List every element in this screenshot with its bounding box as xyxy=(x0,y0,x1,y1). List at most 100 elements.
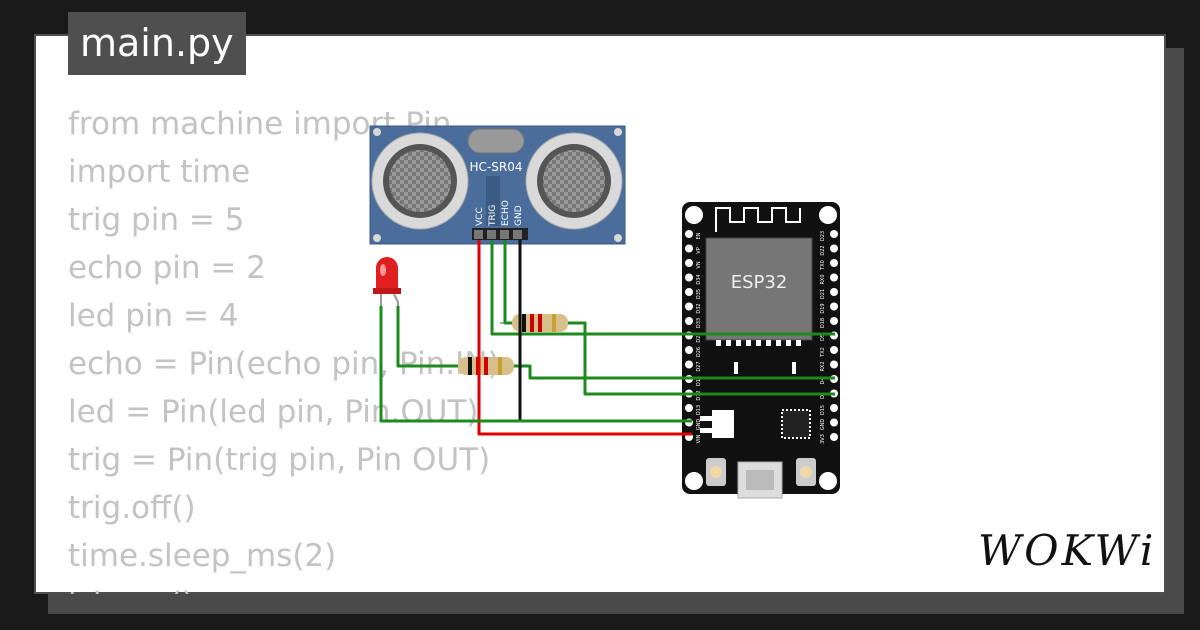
code-line: led = Pin(led pin, Pin.OUT) xyxy=(68,394,479,430)
mount-hole-icon xyxy=(819,472,837,490)
pin-d22[interactable] xyxy=(830,244,838,253)
sensor-label: HC-SR04 xyxy=(470,160,523,174)
pin-d18[interactable] xyxy=(830,317,838,325)
pin-label-d34: D34 xyxy=(696,274,702,284)
resistor-band xyxy=(484,357,488,375)
pin-gnd[interactable] xyxy=(513,230,522,239)
pin-d35[interactable] xyxy=(685,288,693,296)
pin-label-gnd: GND xyxy=(820,419,826,431)
wire-trig[interactable] xyxy=(490,240,835,336)
pin-d13[interactable] xyxy=(685,404,693,412)
code-line: time.sleep_ms(2) xyxy=(68,538,337,574)
pin-label-vn: VN xyxy=(696,261,702,268)
pin-echo[interactable] xyxy=(500,230,509,239)
pin-label-d25: D25 xyxy=(696,332,702,342)
pin-label-tx0: TX0 xyxy=(820,260,826,271)
board-label: ESP32 xyxy=(731,272,788,293)
led-rim xyxy=(373,288,401,294)
pin-label-vp: VP xyxy=(696,247,702,253)
resistor-band xyxy=(552,314,556,332)
resistor-1[interactable] xyxy=(500,314,585,332)
wire-echo[interactable] xyxy=(503,240,512,325)
code-editor[interactable]: from machine import Pin import time trig… xyxy=(68,100,628,594)
pin-tx0[interactable] xyxy=(830,259,838,267)
pin-label-en: EN xyxy=(696,232,702,239)
pin-trig[interactable] xyxy=(487,230,496,239)
pin-d23[interactable] xyxy=(830,230,838,238)
mount-hole-icon xyxy=(685,472,703,490)
regulator-pin xyxy=(700,416,712,421)
pin-label-d5: D5 xyxy=(820,334,826,341)
pin-label-trig: TRIG xyxy=(488,205,498,227)
esp32-module xyxy=(705,237,813,341)
red-led[interactable] xyxy=(373,257,401,306)
pin-d34[interactable] xyxy=(685,273,693,282)
pin-rx2[interactable] xyxy=(830,360,838,369)
en-button-cap xyxy=(710,466,722,478)
esp32-board[interactable]: ESP32 ENVPVND34D35D32D33D25D26D27D14D12D… xyxy=(682,202,840,499)
pin-en[interactable] xyxy=(685,230,693,238)
wire-led-cathode[interactable] xyxy=(379,306,692,423)
resistor-band xyxy=(498,357,502,375)
pin-label-gnd: GND xyxy=(696,419,702,431)
pin-label-gnd: GND xyxy=(514,205,524,226)
code-line: import time xyxy=(68,154,251,190)
pin-label-vin: VIN xyxy=(696,434,702,443)
pin-d19[interactable] xyxy=(830,302,838,311)
pin-d21[interactable] xyxy=(830,288,838,296)
code-line: led pin = 4 xyxy=(68,298,239,334)
sensor-trace xyxy=(486,176,500,226)
pin-label-d35: D35 xyxy=(696,289,702,299)
ultrasonic-sensor[interactable]: HC-SR04 VCC TRIG ECHO GND xyxy=(369,125,626,245)
pin-label-d23: D23 xyxy=(820,231,826,241)
wire-echo-divider[interactable] xyxy=(568,321,835,396)
wire-divider-gnd[interactable] xyxy=(514,364,835,380)
crystal-oscillator xyxy=(467,128,525,154)
code-line: trig = Pin(trig pin, Pin OUT) xyxy=(68,442,491,478)
wire-vcc[interactable] xyxy=(477,240,692,436)
pin-tx2[interactable] xyxy=(830,346,838,354)
right-pin-header: D23D22TX0RX0D21D19D18D5TX2RX2D4D2D15GND3… xyxy=(820,230,838,444)
led-highlight xyxy=(380,264,386,276)
code-line: trig.on() xyxy=(68,580,628,594)
resistor-band xyxy=(468,357,472,375)
boot-button-cap xyxy=(800,466,812,478)
resistor-band xyxy=(530,314,534,332)
pin-label-d26: D26 xyxy=(696,347,702,357)
pin-label-d21: D21 xyxy=(820,289,826,299)
module-castellations xyxy=(716,340,801,374)
mount-hole-icon xyxy=(614,128,622,136)
code-line: trig.off() xyxy=(68,490,196,526)
mount-hole-icon xyxy=(373,128,381,136)
pin-d32[interactable] xyxy=(685,302,693,311)
pin-label-echo: ECHO xyxy=(501,200,511,226)
pin-label-d4: D4 xyxy=(820,377,826,384)
resistor-band xyxy=(538,314,542,332)
pin-d26[interactable] xyxy=(685,346,693,354)
wire-led-anode[interactable] xyxy=(396,306,458,368)
pin-label-rx2: RX2 xyxy=(820,361,826,371)
code-line: from machine import Pin xyxy=(68,106,452,142)
pin-3v3[interactable] xyxy=(830,433,838,441)
usb-port-opening xyxy=(746,470,774,490)
pin-d15[interactable] xyxy=(830,404,838,412)
file-tab[interactable]: main.py xyxy=(68,12,246,75)
voltage-regulator xyxy=(712,410,734,438)
pin-label-vcc: VCC xyxy=(475,207,485,226)
pin-vn[interactable] xyxy=(685,259,693,267)
pin-d33[interactable] xyxy=(685,317,693,325)
code-line: trig pin = 5 xyxy=(68,202,245,238)
pin-d27[interactable] xyxy=(685,360,693,369)
pin-rx0[interactable] xyxy=(830,273,838,282)
mount-hole-icon xyxy=(373,234,381,242)
regulator-pin xyxy=(700,428,712,433)
mount-hole-icon xyxy=(819,206,837,224)
pin-vcc[interactable] xyxy=(474,230,483,239)
pin-label-d22: D22 xyxy=(820,245,826,255)
pin-label-d32: D32 xyxy=(696,303,702,313)
pin-label-d19: D19 xyxy=(820,303,826,313)
pin-vp[interactable] xyxy=(685,244,693,253)
pin-label-tx2: TX2 xyxy=(820,347,826,358)
pin-gnd[interactable] xyxy=(830,418,838,427)
antenna-trace xyxy=(715,207,801,232)
